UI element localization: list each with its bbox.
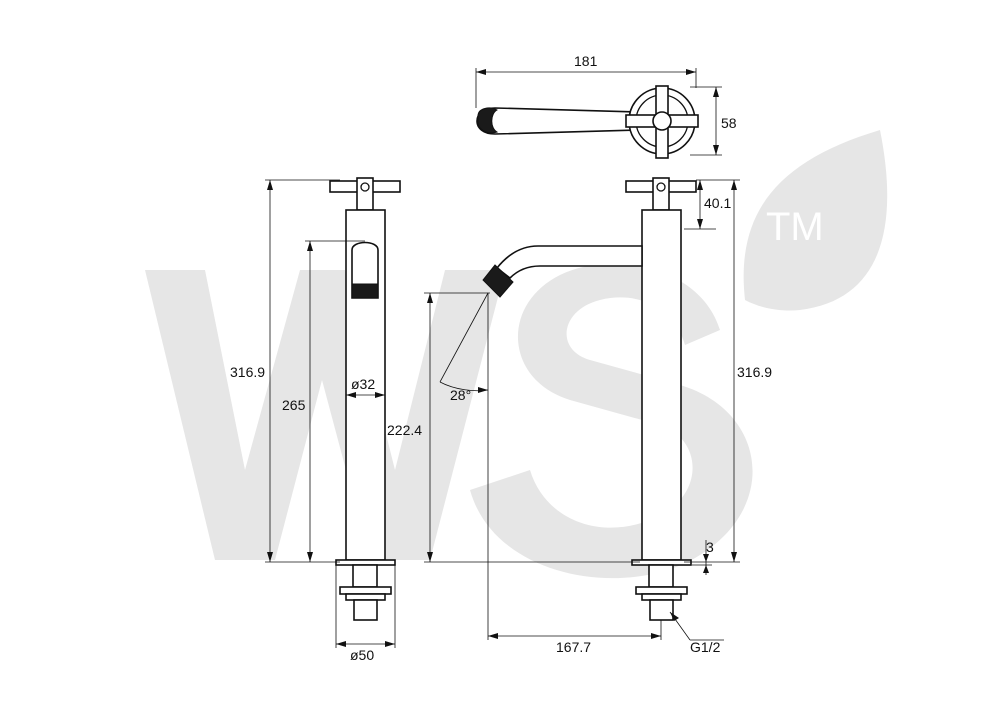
dim-front-body-diameter: ø32	[351, 376, 375, 392]
dim-side-handle-height: 40.1	[704, 195, 731, 211]
top-view: 181 58	[475, 53, 737, 159]
front-view: 316.9 265 ø32 ø50	[230, 177, 401, 663]
dim-side-flange: 3	[706, 539, 714, 555]
dim-front-spout-height: 265	[282, 397, 306, 413]
watermark-letter-w	[145, 270, 505, 560]
dim-front-height: 316.9	[230, 364, 265, 380]
dim-top-width: 181	[574, 53, 598, 69]
watermark-letter-s	[470, 263, 753, 579]
side-spout	[495, 245, 643, 280]
dim-side-thread: G1/2	[690, 639, 721, 655]
side-body-tube	[641, 209, 682, 561]
watermark-logo: TM	[145, 130, 888, 579]
side-view: 222.4 28° 40.1 316.9 3 167.7	[387, 177, 772, 655]
dim-side-reach: 167.7	[556, 639, 591, 655]
watermark-trademark: TM	[766, 205, 824, 249]
dim-side-outlet-height: 222.4	[387, 422, 422, 438]
dim-side-height: 316.9	[737, 364, 772, 380]
dim-side-spout-angle: 28°	[450, 387, 471, 403]
watermark-leaf	[743, 130, 888, 311]
dim-top-depth: 58	[721, 115, 737, 131]
dim-front-base-diameter: ø50	[350, 647, 374, 663]
top-spout	[476, 107, 641, 135]
